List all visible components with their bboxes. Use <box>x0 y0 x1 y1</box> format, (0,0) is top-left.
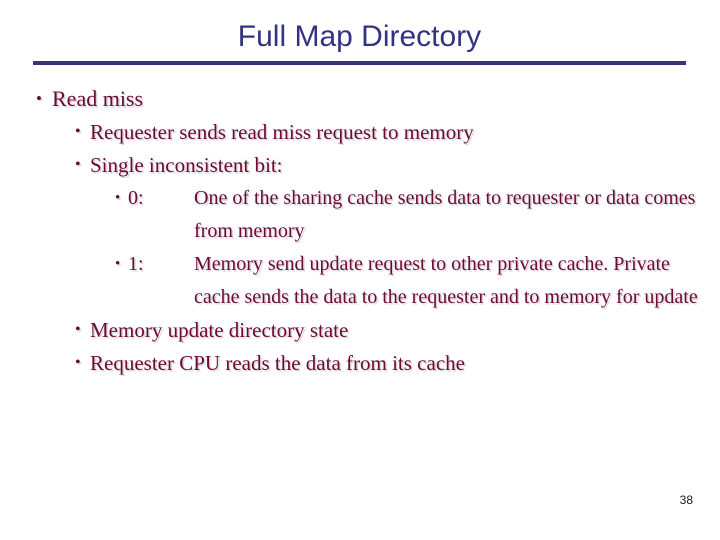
bullet-item-requester-sends-read-miss: • Requester sends read miss request to m… <box>0 116 720 148</box>
bullet-point-icon: • <box>75 354 81 371</box>
bullet-point-icon: • <box>115 190 121 206</box>
bullet-point-icon: • <box>75 156 81 173</box>
bullet-item-memory-update-directory-state: • Memory update directory state <box>0 314 720 346</box>
bullet-label: Memory update directory state <box>90 318 349 342</box>
bullet-label: Read miss <box>52 86 144 111</box>
bullet-item-bit-value-zero: • 0: One of the sharing cache sends data… <box>0 182 720 248</box>
bullet-point-icon: • <box>75 123 81 140</box>
page-title: Full Map Directory <box>237 20 482 53</box>
bullet-label: Requester sends read miss request to mem… <box>90 120 474 144</box>
bit-value-label: 0: <box>128 187 144 209</box>
bullet-label: Single inconsistent bit: <box>90 153 283 177</box>
bit-value-label: 1: <box>128 253 144 275</box>
slide-title-block: Full Map Directory <box>33 18 686 65</box>
bullet-item-bit-value-one: • 1: Memory send update request to other… <box>0 248 720 314</box>
slide-body-content: • Read miss • Requester sends read miss … <box>0 83 720 380</box>
bullet-point-icon: • <box>36 89 42 108</box>
bullet-point-icon: • <box>115 256 121 272</box>
bullet-point-icon: • <box>75 321 81 338</box>
bullet-item-read-miss: • Read miss <box>0 83 720 115</box>
bullet-item-requester-cpu-reads-data: • Requester CPU reads the data from its … <box>0 347 720 379</box>
bullet-label: Memory send update request to other priv… <box>194 253 698 308</box>
bullet-label: Requester CPU reads the data from its ca… <box>90 351 465 375</box>
page-number: 38 <box>679 493 693 507</box>
title-underline-divider <box>33 61 686 65</box>
bullet-item-single-inconsistent-bit: • Single inconsistent bit: <box>0 149 720 181</box>
bullet-label: One of the sharing cache sends data to r… <box>194 187 696 242</box>
